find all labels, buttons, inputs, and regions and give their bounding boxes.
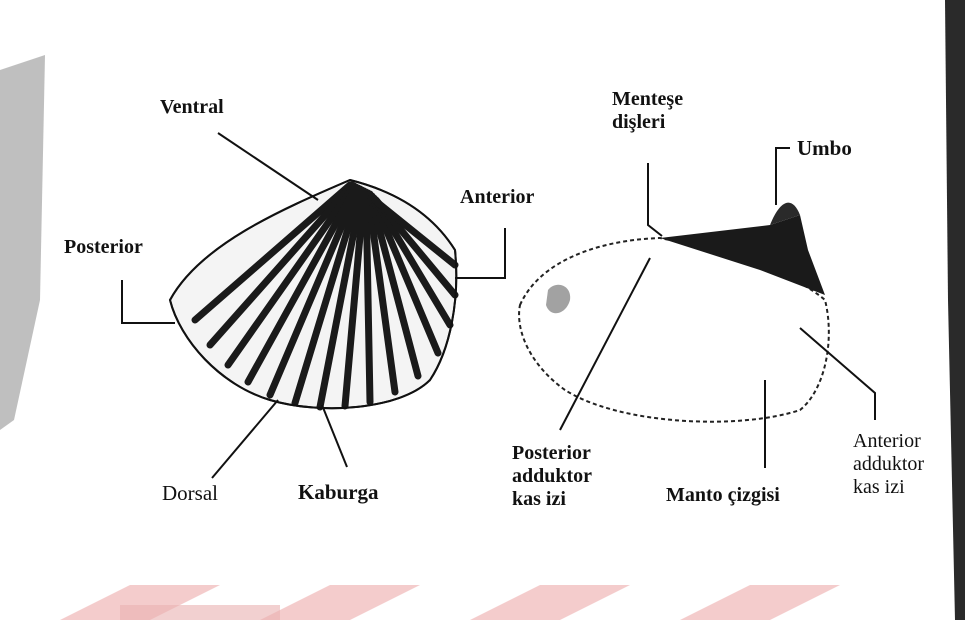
mentese-leader [648, 163, 662, 236]
label-anterior-adduktor: Anterior adduktor kas izi [853, 430, 924, 499]
right-shell [519, 203, 829, 422]
label-ant-add-line2: adduktor [853, 453, 924, 476]
watermark-bar [120, 605, 280, 620]
label-post-add-line3: kas izi [512, 488, 592, 511]
left-page-edge [0, 55, 45, 430]
label-mentese-line2: dişleri [612, 111, 683, 134]
label-posterior: Posterior [64, 236, 143, 259]
kaburga-leader [322, 405, 347, 467]
posterior-leader [122, 280, 175, 323]
label-umbo: Umbo [797, 136, 852, 160]
label-ventral: Ventral [160, 96, 224, 119]
label-posterior-adduktor: Posterior adduktor kas izi [512, 442, 592, 511]
ventral-leader [218, 133, 318, 200]
dorsal-leader [212, 400, 278, 478]
label-ant-add-line3: kas izi [853, 476, 924, 499]
label-dorsal: Dorsal [162, 481, 218, 505]
label-anterior: Anterior [460, 186, 534, 209]
label-manto-cizgisi: Manto çizgisi [666, 484, 780, 507]
label-mentese-disleri: Menteşe dişleri [612, 88, 683, 134]
label-kaburga: Kaburga [298, 480, 379, 504]
umbo-leader [776, 148, 790, 205]
left-shell [170, 180, 456, 408]
label-post-add-line1: Posterior [512, 442, 592, 465]
right-page-edge [945, 0, 965, 620]
label-mentese-line1: Menteşe [612, 88, 683, 111]
anterior-leader [455, 228, 505, 278]
label-post-add-line2: adduktor [512, 465, 592, 488]
label-ant-add-line1: Anterior [853, 430, 924, 453]
